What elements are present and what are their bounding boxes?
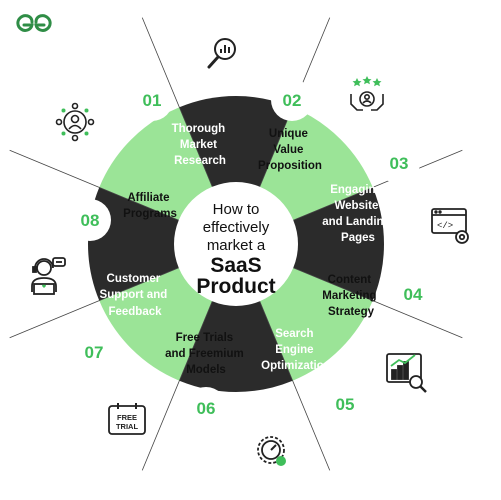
center-circle	[174, 182, 298, 306]
badge-6	[185, 387, 227, 429]
segment-5	[179, 244, 293, 392]
badge-1	[131, 79, 173, 121]
magnifier-chart-icon	[207, 38, 236, 69]
divider-line-6	[141, 299, 214, 471]
segment-2-text: Unique Value Proposition	[258, 128, 322, 172]
badge-8	[69, 199, 111, 241]
badge-5	[324, 383, 366, 425]
center-line-5: Product	[196, 275, 275, 298]
segment-1	[179, 96, 293, 245]
badge-2-number: 02	[283, 91, 302, 110]
divider-line-3	[291, 149, 463, 222]
svg-text:</>: </>	[437, 221, 453, 231]
gear-dial-icon	[257, 436, 286, 466]
free-label: FREE	[117, 413, 137, 422]
badge-3-number: 03	[390, 154, 409, 173]
divider-line-8	[9, 149, 181, 222]
labels-layer: Thorough Market Research Unique Value Pr…	[100, 123, 394, 376]
segment-8-text: Affiliate Programs	[123, 192, 177, 220]
badge-7-number: 07	[85, 343, 104, 362]
chart-magnifier-icon	[386, 353, 427, 393]
number-badges: 01 02 03 04 05 06 07 08	[69, 79, 434, 429]
badge-4	[392, 273, 434, 315]
support-agent-icon	[31, 257, 66, 295]
brand-logo-icon	[16, 14, 52, 32]
segment-3-text: Engaging Website and Landing Pages	[322, 184, 394, 244]
segment-5-text: Search Engine Optimization	[261, 328, 331, 372]
segment-6-text: Free Trials and Freemium Models	[165, 332, 247, 376]
segment-3	[236, 187, 384, 301]
center-line-2: effectively	[203, 219, 270, 236]
segment-7	[88, 187, 237, 301]
browser-gear-icon: </>	[431, 208, 469, 244]
trial-label: TRIAL	[116, 422, 138, 431]
segment-7-text: Customer Support and Feedback	[100, 273, 171, 318]
badge-3	[378, 142, 420, 184]
badge-6-number: 06	[197, 399, 216, 418]
divider-line-1	[141, 17, 214, 189]
badge-2	[271, 79, 313, 121]
center-line-4: SaaS	[210, 254, 261, 277]
divider-line-5	[258, 299, 331, 471]
network-person-icon	[55, 102, 95, 142]
center-line-3: market a	[207, 237, 266, 254]
free-trial-calendar-icon: FREE TRIAL	[108, 403, 146, 435]
segment-1-text: Thorough Market Research	[172, 123, 229, 167]
badge-7	[73, 331, 115, 373]
badge-8-number: 08	[81, 211, 100, 230]
divider-lines	[9, 17, 463, 471]
badge-4-number: 04	[404, 285, 423, 304]
divider-line-4	[291, 266, 463, 339]
badge-5-number: 05	[336, 395, 355, 414]
segment-4-text: Content Marketing Strategy	[322, 274, 380, 318]
hands-star-person-icon	[350, 76, 384, 111]
divider-line-7	[9, 266, 181, 339]
center-line-1: How to	[213, 201, 260, 218]
badge-1-number: 01	[143, 91, 162, 110]
